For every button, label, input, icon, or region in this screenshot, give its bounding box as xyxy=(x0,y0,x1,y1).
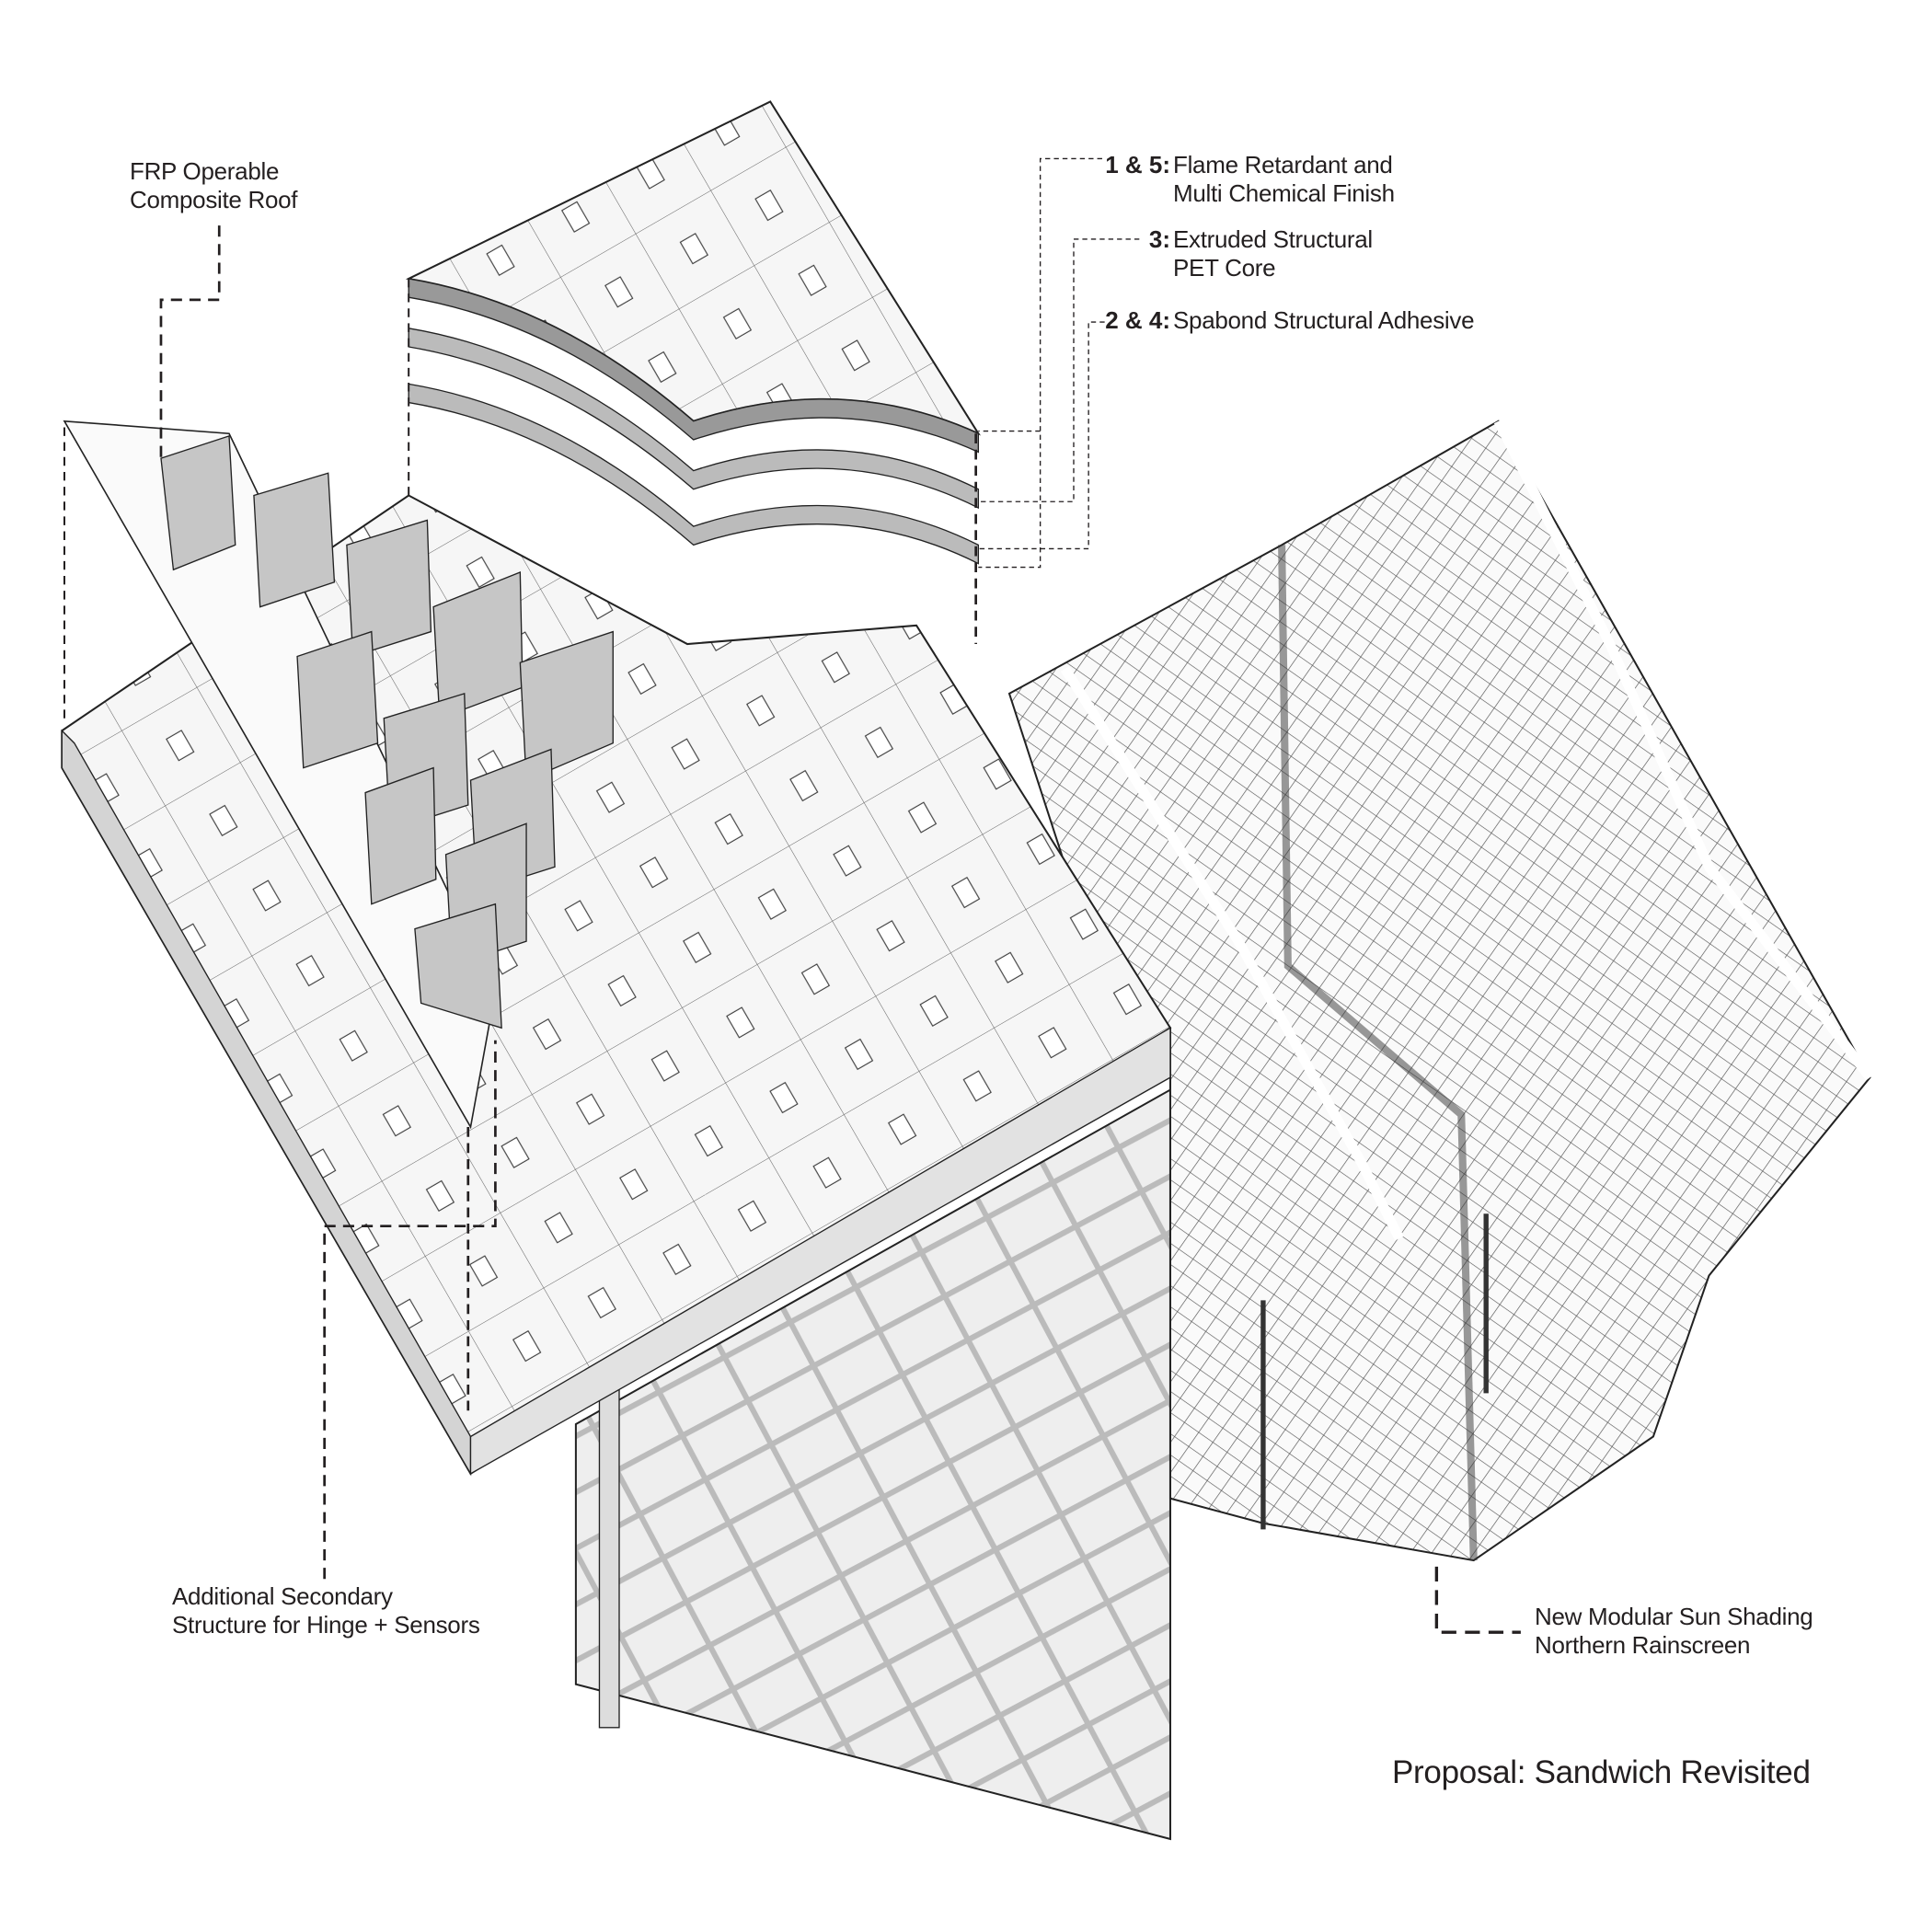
layer-label-finish-line-2: Multi Chemical Finish xyxy=(1173,179,1395,207)
sandwich-layers xyxy=(405,100,981,565)
leader-secondary xyxy=(323,1040,497,1580)
label-secondary-line-2: Structure for Hinge + Sensors xyxy=(172,1611,480,1639)
leader-shading xyxy=(1434,1566,1521,1634)
label-roof-line-1: FRP Operable xyxy=(130,157,280,185)
layer-label-core: Extruded Structural PET Core xyxy=(1173,225,1373,282)
layer-label-adhesive: Spabond Structural Adhesive xyxy=(1173,306,1475,335)
layer-number-3: 3: xyxy=(1148,225,1170,253)
sun-shading-rainscreen xyxy=(1007,419,1874,1562)
drawing-title: Proposal: Sandwich Revisited xyxy=(1392,1754,1811,1790)
frp-operable-roof xyxy=(61,420,1172,1477)
layer-label-finish-line-1: Flame Retardant and xyxy=(1173,151,1393,178)
leader-roof xyxy=(159,225,221,459)
label-roof-line-2: Composite Roof xyxy=(130,186,298,213)
layer-number-1-5: 1 & 5: xyxy=(1105,151,1170,178)
label-shading-line-1: New Modular Sun Shading xyxy=(1535,1603,1813,1630)
layer-label-finish: Flame Retardant and Multi Chemical Finis… xyxy=(1173,151,1395,208)
layer-number-2-4: 2 & 4: xyxy=(1105,306,1170,334)
label-sun-shading: New Modular Sun Shading Northern Rainscr… xyxy=(1535,1603,1813,1660)
label-secondary-structure: Additional Secondary Structure for Hinge… xyxy=(172,1582,480,1639)
label-roof: FRP Operable Composite Roof xyxy=(130,157,298,214)
label-secondary-line-1: Additional Secondary xyxy=(172,1582,393,1610)
label-shading-line-2: Northern Rainscreen xyxy=(1535,1631,1751,1659)
layer-label-core-line-2: PET Core xyxy=(1173,254,1276,282)
layer-label-core-line-1: Extruded Structural xyxy=(1173,225,1373,253)
glass-facade xyxy=(574,1087,1171,1841)
layer-label-adhesive-line-1: Spabond Structural Adhesive xyxy=(1173,306,1475,334)
